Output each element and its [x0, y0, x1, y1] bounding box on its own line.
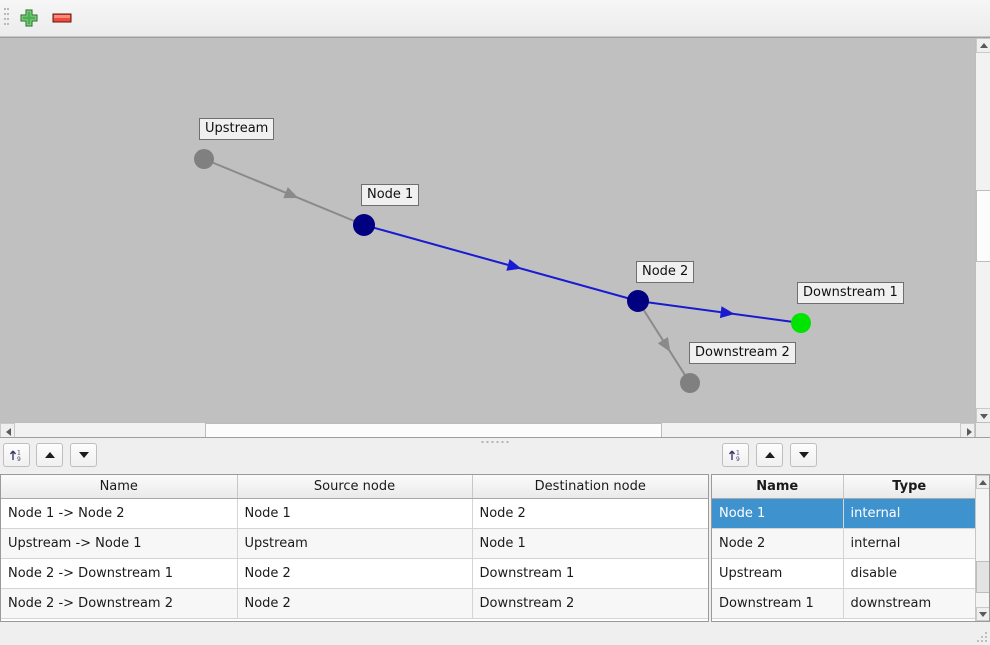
table-cell[interactable]: Downstream 2 — [472, 588, 708, 619]
canvas-vertical-scroll-thumb[interactable] — [976, 190, 990, 262]
nodes-table-vertical-scrollbar[interactable] — [975, 475, 989, 621]
main-toolbar — [0, 0, 990, 37]
canvas-horizontal-scroll-thumb[interactable] — [205, 423, 662, 437]
edge-arrowhead-icon — [719, 306, 735, 319]
column-header[interactable]: Type — [843, 475, 975, 499]
edge-arrowhead-icon — [506, 259, 522, 271]
table-cell[interactable]: Upstream — [712, 558, 844, 589]
nodes-sort-button[interactable]: 1 9 — [722, 443, 749, 467]
move-down-arrow-icon — [71, 444, 96, 466]
delete-button[interactable] — [49, 7, 75, 31]
column-header[interactable]: Destination node — [472, 475, 708, 499]
graph-node[interactable] — [353, 214, 375, 236]
graph-node[interactable] — [680, 373, 700, 393]
scroll-up-arrow-icon[interactable] — [976, 38, 990, 53]
scroll-down-arrow-icon[interactable] — [976, 607, 989, 621]
green-plus-icon — [18, 9, 40, 32]
table-cell[interactable]: Node 1 — [712, 498, 844, 529]
graph-node-label[interactable]: Node 2 — [636, 261, 695, 283]
column-header[interactable]: Name — [712, 475, 844, 499]
edges-sort-button[interactable]: 1 9 — [3, 443, 30, 467]
graph-node[interactable] — [194, 149, 214, 169]
svg-text:1: 1 — [17, 449, 21, 456]
column-header[interactable]: Source node — [237, 475, 473, 499]
nodes-move-up-button[interactable] — [756, 443, 783, 467]
canvas-vertical-scrollbar[interactable] — [975, 38, 990, 423]
nodes-table-scroll-thumb[interactable] — [976, 561, 989, 593]
svg-text:9: 9 — [17, 456, 21, 463]
scroll-left-arrow-icon[interactable] — [0, 423, 15, 437]
edge-arrowhead-icon — [283, 187, 299, 199]
edges-move-down-button[interactable] — [70, 443, 97, 467]
graph-svg — [194, 149, 811, 393]
scroll-down-arrow-icon[interactable] — [976, 408, 990, 423]
graph-edge[interactable] — [637, 300, 802, 324]
table-cell[interactable]: Downstream 1 — [472, 558, 708, 589]
table-cell[interactable]: Upstream -> Node 1 — [1, 528, 238, 559]
table-cell[interactable]: disable — [843, 558, 975, 589]
table-cell[interactable]: internal — [843, 528, 975, 559]
table-cell[interactable]: Downstream 1 — [712, 588, 844, 619]
red-minus-icon — [50, 13, 74, 32]
move-up-arrow-icon — [37, 444, 62, 466]
table-cell[interactable]: Node 2 -> Downstream 1 — [1, 558, 238, 589]
nodes-move-down-button[interactable] — [790, 443, 817, 467]
graph-edge[interactable] — [203, 158, 365, 226]
table-cell[interactable]: Node 2 — [472, 498, 708, 529]
table-cell[interactable]: downstream — [843, 588, 975, 619]
graph-node-label[interactable]: Downstream 1 — [797, 282, 904, 304]
graph-node-label[interactable]: Node 1 — [361, 184, 420, 206]
sort-ascending-icon: 1 9 — [723, 444, 748, 466]
svg-text:9: 9 — [736, 456, 740, 463]
canvas-horizontal-scrollbar[interactable] — [0, 422, 975, 437]
status-bar — [0, 623, 990, 645]
table-cell[interactable]: Node 2 — [712, 528, 844, 559]
move-down-arrow-icon — [791, 444, 816, 466]
scroll-up-arrow-icon[interactable] — [976, 475, 989, 489]
move-up-arrow-icon — [757, 444, 782, 466]
table-cell[interactable]: Node 1 — [472, 528, 708, 559]
svg-text:1: 1 — [736, 449, 740, 456]
edge-arrowhead-icon — [657, 336, 671, 353]
resize-grip-icon[interactable] — [974, 629, 987, 642]
graph-node[interactable] — [627, 290, 649, 312]
graph-node-label[interactable]: Downstream 2 — [689, 342, 796, 364]
table-cell[interactable]: internal — [843, 498, 975, 529]
scrollbar-corner — [975, 422, 990, 437]
table-cell[interactable]: Upstream — [237, 528, 473, 559]
graph-edge[interactable] — [363, 224, 639, 302]
splitter-grip-icon — [481, 441, 509, 443]
table-cell[interactable]: Node 1 -> Node 2 — [1, 498, 238, 529]
graph-node[interactable] — [791, 313, 811, 333]
table-cell[interactable]: Node 2 — [237, 558, 473, 589]
add-button[interactable] — [16, 7, 42, 31]
drag-handle-icon[interactable] — [4, 8, 9, 30]
edges-move-up-button[interactable] — [36, 443, 63, 467]
table-cell[interactable]: Node 1 — [237, 498, 473, 529]
sort-ascending-icon: 1 9 — [4, 444, 29, 466]
table-cell[interactable]: Node 2 -> Downstream 2 — [1, 588, 238, 619]
panel-splitter[interactable] — [0, 438, 990, 447]
table-cell[interactable]: Node 2 — [237, 588, 473, 619]
scroll-right-arrow-icon[interactable] — [960, 423, 975, 437]
column-header[interactable]: Name — [1, 475, 238, 499]
graph-node-label[interactable]: Upstream — [199, 118, 275, 140]
